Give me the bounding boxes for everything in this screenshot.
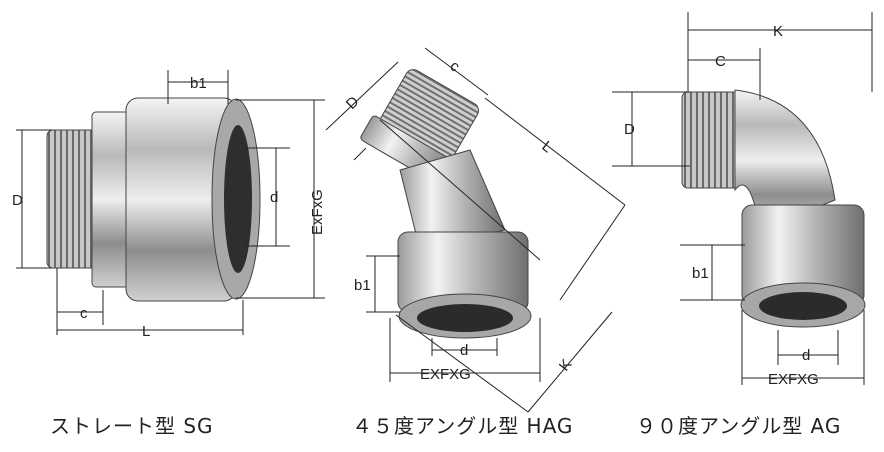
- straight-dim-efg: ExFxG: [309, 189, 326, 235]
- caption-straight: ストレート型 SG: [50, 414, 214, 438]
- angle45-dim-efg: EXFXG: [420, 366, 471, 383]
- straight-fitting-body: [46, 97, 261, 302]
- caption-90-degree: ９０度アングル型 AG: [636, 414, 842, 438]
- angle45-fitting-body: [360, 69, 532, 339]
- angle90-fitting-body: [681, 89, 866, 328]
- angle90-dim-K: K: [773, 23, 783, 40]
- angle90-dim-D: D: [624, 121, 635, 138]
- straight-dim-L: L: [142, 323, 150, 340]
- angle90-fitting: K C D b1 d EXFXG: [612, 12, 873, 388]
- angle45-dim-D: D: [343, 93, 363, 113]
- angle45-dim-c: c: [447, 57, 463, 76]
- straight-dim-D: D: [12, 192, 23, 209]
- angle45-dim-b1: b1: [354, 277, 371, 294]
- straight-fitting: b1 D d ExFxG c L: [12, 70, 326, 340]
- caption-45-degree: ４５度アングル型 HAG: [352, 414, 574, 438]
- angle90-dim-b1: b1: [692, 265, 709, 282]
- angle45-dim-d: d: [460, 342, 468, 359]
- angle45-fitting: D c L b1 d EXFXG K: [325, 47, 626, 413]
- straight-dim-c: c: [80, 305, 88, 322]
- straight-dim-d: d: [270, 189, 278, 206]
- angle90-dim-C: C: [715, 53, 726, 70]
- angle90-dim-d: d: [802, 347, 810, 364]
- angle90-dim-efg: EXFXG: [768, 371, 819, 388]
- straight-dim-b1: b1: [190, 75, 207, 92]
